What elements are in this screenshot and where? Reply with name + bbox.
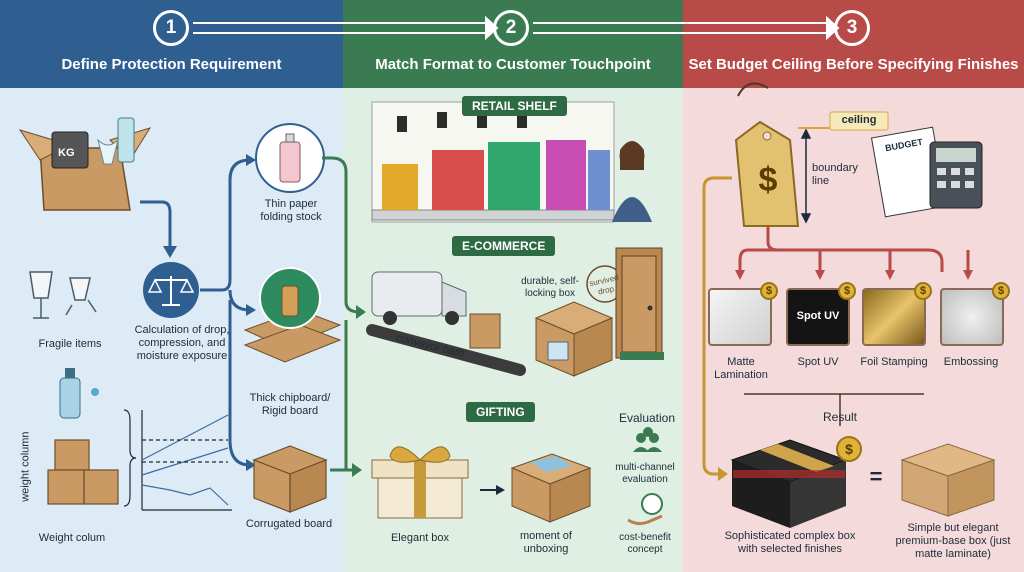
door-icon bbox=[615, 247, 664, 360]
ceiling-badge bbox=[829, 111, 889, 131]
finish-label: Matte Lamination bbox=[714, 356, 768, 382]
equals-sign: = bbox=[869, 464, 883, 489]
retail-shelf-tag: RETAIL SHELF bbox=[462, 96, 567, 116]
weight-axis-label: weight column bbox=[19, 431, 32, 502]
ecommerce-tag: E-COMMERCE bbox=[452, 236, 556, 256]
price-tag-icon bbox=[734, 82, 800, 227]
calculation-label: Calculation of drop, compression, and mo… bbox=[134, 324, 230, 363]
coin-icon: $ bbox=[914, 282, 932, 300]
finish-branch-arrows bbox=[738, 226, 970, 274]
gifting-tag: GIFTING bbox=[466, 402, 535, 422]
coin-icon: $ bbox=[836, 436, 862, 462]
coin-icon: $ bbox=[992, 282, 1010, 300]
budget-sheet-icon bbox=[870, 126, 983, 218]
simple-box-label: Simple but elegant premium-base box (jus… bbox=[895, 522, 1011, 561]
matte-lamination-swatch bbox=[708, 288, 772, 346]
conveyor-belt bbox=[366, 313, 526, 376]
self-locking-box-icon bbox=[534, 301, 614, 377]
stacked-boxes-icon bbox=[47, 439, 119, 505]
corrugated-box-icon bbox=[252, 445, 328, 513]
cost-benefit-icon bbox=[627, 493, 663, 526]
spot-uv-swatch-text: Spot UV bbox=[796, 310, 840, 322]
evaluation-label: Evaluation bbox=[618, 411, 676, 425]
step1-number: 1 bbox=[153, 10, 189, 46]
finish-label: Embossing bbox=[943, 356, 999, 368]
complex-box-icon bbox=[730, 439, 848, 528]
finish-label: Spot UV bbox=[797, 356, 839, 368]
delivery-van-icon bbox=[371, 271, 467, 325]
ceiling-label: ceiling bbox=[841, 114, 877, 126]
touchpoint-flow-arrows bbox=[322, 156, 366, 477]
fragile-items-label: Fragile items bbox=[38, 338, 102, 350]
chipboard-label: Thick chipboard/ Rigid board bbox=[249, 392, 331, 418]
multichannel-label: multi-channel evaluation bbox=[615, 462, 675, 485]
budget-flow-arrows bbox=[702, 176, 732, 481]
durable-box-label: durable, self-locking box bbox=[521, 276, 579, 299]
broken-glass-icon bbox=[29, 271, 97, 319]
step3-title: Set Budget Ceiling Before Specifying Fin… bbox=[688, 56, 1019, 73]
paper-stock-label: Thin paper folding stock bbox=[260, 198, 322, 224]
boundary-line-label: boundary line bbox=[812, 162, 858, 188]
gift-box-icon bbox=[371, 446, 469, 519]
step2-title: Match Format to Customer Touchpoint bbox=[375, 56, 651, 73]
cost-benefit-label: cost-benefit concept bbox=[619, 532, 671, 555]
spot-uv-swatch bbox=[786, 288, 850, 346]
corrugated-label: Corrugated board bbox=[245, 518, 333, 530]
people-icon bbox=[633, 427, 662, 452]
water-bottle-icon bbox=[59, 368, 99, 419]
complex-box-label: Sophisticated complex box with selected … bbox=[724, 530, 856, 556]
foil-stamping-swatch bbox=[862, 288, 926, 346]
material-flow-arrows bbox=[140, 154, 256, 471]
scale-icon bbox=[143, 262, 199, 318]
elegant-box-label: Elegant box bbox=[390, 532, 450, 544]
rigid-board-icon bbox=[243, 267, 342, 363]
coin-icon: $ bbox=[838, 282, 856, 300]
weight-colum-label: Weight colum bbox=[38, 532, 106, 544]
shopper-figure bbox=[612, 141, 652, 222]
mini-line-chart bbox=[123, 409, 232, 511]
simple-box-icon bbox=[900, 443, 996, 517]
dollar-sign: $ bbox=[758, 161, 778, 199]
embossing-swatch bbox=[940, 288, 1004, 346]
kg-weight-label: KG bbox=[58, 147, 75, 159]
unboxing-label: moment of unboxing bbox=[520, 530, 572, 556]
open-box-illustration bbox=[18, 117, 152, 211]
unboxing-icon bbox=[510, 453, 592, 523]
step1-title: Define Protection Requirement bbox=[61, 56, 282, 73]
coin-icon: $ bbox=[760, 282, 778, 300]
finish-label: Foil Stamping bbox=[860, 356, 928, 368]
retail-shelf-illustration bbox=[371, 101, 615, 223]
paper-stock-icon bbox=[255, 123, 325, 193]
step-connector-arrows bbox=[193, 15, 840, 41]
result-label: Result bbox=[822, 410, 857, 424]
